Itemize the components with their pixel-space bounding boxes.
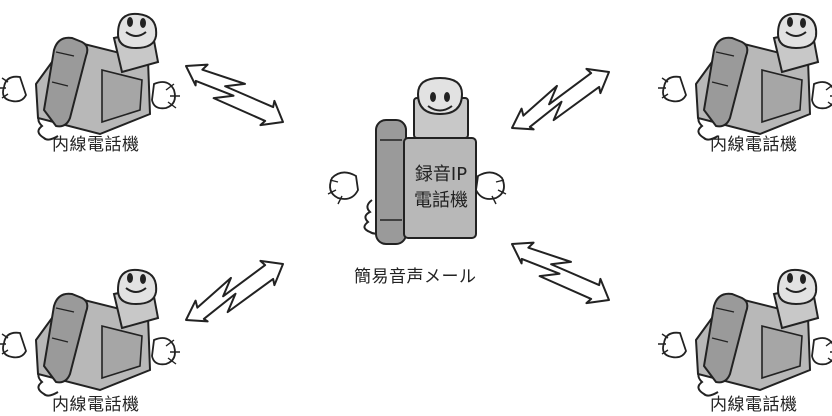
phone-label-top-left: 内線電話機 [52, 135, 140, 155]
link-arrow-top-left [178, 52, 291, 136]
phone-label-bottom-right: 内線電話機 [710, 395, 798, 415]
phone-top-left-icon [0, 12, 181, 141]
phone-bottom-right-icon [657, 268, 832, 397]
center-phone-label: 録音IP 電話機 [408, 162, 474, 214]
center-phone-label-line2: 電話機 [414, 190, 468, 211]
phone-bottom-left-icon [0, 268, 181, 397]
phone-label-top-right: 内線電話機 [710, 135, 798, 155]
center-phone-label-line1: 録音IP [414, 164, 468, 185]
link-arrow-bottom-left [178, 250, 291, 334]
phone-label-bottom-left: 内線電話機 [52, 395, 140, 415]
center-caption: 簡易音声メール [354, 267, 477, 287]
recording-ip-phone-icon [327, 76, 507, 245]
link-arrow-bottom-right [504, 230, 617, 314]
phone-top-right-icon [657, 12, 832, 141]
link-arrow-top-right [504, 58, 617, 142]
